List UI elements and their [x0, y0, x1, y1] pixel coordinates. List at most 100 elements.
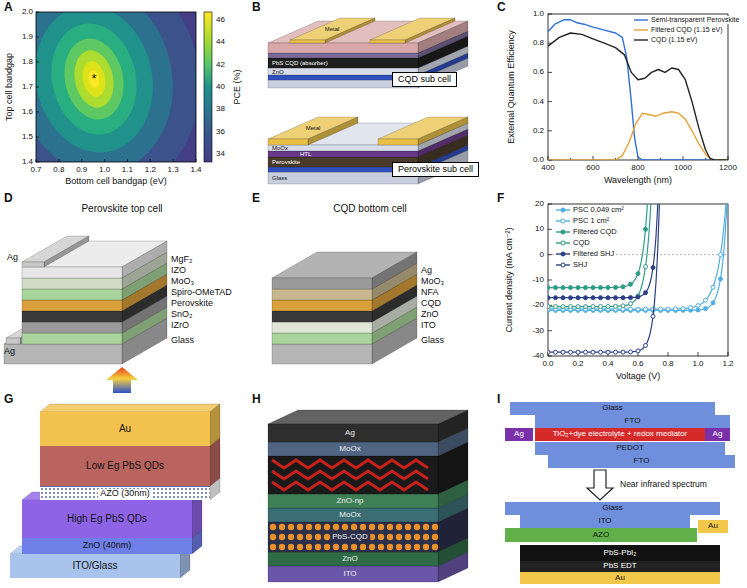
- layer: [22, 300, 122, 311]
- colorbar: [204, 12, 212, 162]
- jv-curve: [548, 204, 652, 307]
- text-label: 1.0: [692, 360, 703, 369]
- panel-letter: A: [4, 1, 13, 14]
- contour: [41, 15, 146, 142]
- layer-box: Ag: [705, 428, 730, 441]
- text-label: ZnO: [272, 68, 284, 75]
- legend-marker: [561, 252, 565, 256]
- quantum-dot: [270, 524, 276, 530]
- data-marker: [644, 227, 648, 231]
- quantum-dot: [297, 524, 303, 530]
- layer-box: Glass: [505, 502, 720, 515]
- data-marker: [636, 295, 640, 299]
- quantum-dot: [288, 534, 294, 540]
- text-label: MoOx: [339, 511, 360, 520]
- text-label: ITO: [343, 570, 356, 579]
- tick: [548, 130, 552, 131]
- text-label: Glass: [171, 336, 194, 346]
- contour: [36, 12, 196, 162]
- tick: [548, 254, 552, 255]
- quantum-dot: [432, 544, 438, 550]
- jv-curve: [548, 204, 727, 309]
- text-label: 0.2: [533, 126, 544, 135]
- quantum-dot: [423, 524, 429, 530]
- quantum-dot: [270, 534, 276, 540]
- text-label: 0.8: [533, 39, 544, 48]
- legend-sample: [634, 29, 648, 30]
- text-label: *: [91, 72, 96, 86]
- curves: [548, 204, 728, 354]
- tick: [548, 355, 552, 356]
- tick: [196, 159, 197, 162]
- data-marker: [651, 266, 655, 270]
- tick: [36, 87, 39, 88]
- text-label: 0.6: [533, 68, 544, 77]
- data-marker: [599, 296, 603, 300]
- quantum-dot: [369, 524, 375, 530]
- tick: [36, 12, 39, 13]
- data-marker: [591, 296, 595, 300]
- data-marker: [644, 307, 648, 311]
- layer: [122, 241, 167, 278]
- data-marker: [704, 307, 708, 311]
- text-label: 1.6: [22, 108, 33, 117]
- active-phase: [272, 460, 428, 468]
- layer: [272, 289, 372, 300]
- data-marker: [719, 253, 723, 257]
- panel-letter: F: [497, 192, 504, 205]
- tick: [548, 279, 552, 280]
- quantum-dot: [288, 524, 294, 530]
- quantum-dot: [360, 544, 366, 550]
- data-marker: [569, 286, 573, 290]
- text-label: PbS CQD (absorber): [272, 60, 328, 67]
- quantum-dot: [288, 544, 294, 550]
- tick: [548, 229, 552, 230]
- layer-text: PbS EDT: [603, 562, 636, 570]
- layer-box: Au: [40, 412, 210, 446]
- metal-contact: [268, 139, 308, 145]
- tick: [548, 72, 552, 73]
- layer-text: TiO₂+dye electrolyte + redox mediator: [553, 430, 687, 438]
- text-label: Perovskite top cell: [81, 203, 162, 214]
- text-label: MoOx: [272, 145, 288, 152]
- text-label: NFA: [421, 288, 439, 298]
- data-marker: [599, 305, 603, 309]
- quantum-dot: [315, 524, 321, 530]
- data-marker: [666, 307, 670, 311]
- active-phase: [272, 471, 428, 479]
- data-marker: [599, 286, 603, 290]
- text-label: 1200: [719, 164, 737, 173]
- axis-title: External Quantum Efficiency: [507, 30, 517, 143]
- tick: [36, 37, 39, 38]
- tick: [36, 112, 39, 113]
- text-label: 40: [216, 83, 225, 92]
- contour: [36, 12, 166, 162]
- data-marker: [576, 350, 580, 354]
- text-label: 20: [535, 200, 544, 209]
- data-marker: [629, 307, 633, 311]
- text-label: CQD: [421, 299, 441, 309]
- jv-curve: [548, 204, 659, 298]
- layer: [22, 267, 122, 278]
- block-arrow: [587, 470, 613, 500]
- data-marker: [636, 307, 640, 311]
- panel-letter: H: [252, 393, 261, 406]
- layer-box: Ag: [505, 428, 533, 441]
- layer: [272, 300, 372, 311]
- text-label: 0: [540, 250, 544, 259]
- data-marker: [576, 296, 580, 300]
- axis-frame: [36, 12, 196, 162]
- text-label: 0.2: [572, 360, 583, 369]
- tick: [36, 62, 39, 63]
- text-label: HTL: [300, 151, 311, 158]
- layer-box: Au: [698, 520, 728, 533]
- text-label: ZnO: [421, 310, 439, 320]
- data-marker: [719, 277, 723, 281]
- data-marker: [584, 305, 588, 309]
- data-marker: [606, 286, 610, 290]
- layer-box: Au: [520, 572, 720, 584]
- text-label: 36: [216, 127, 225, 136]
- tick: [548, 101, 552, 102]
- eqe-curve: [548, 20, 728, 160]
- data-marker: [614, 296, 618, 300]
